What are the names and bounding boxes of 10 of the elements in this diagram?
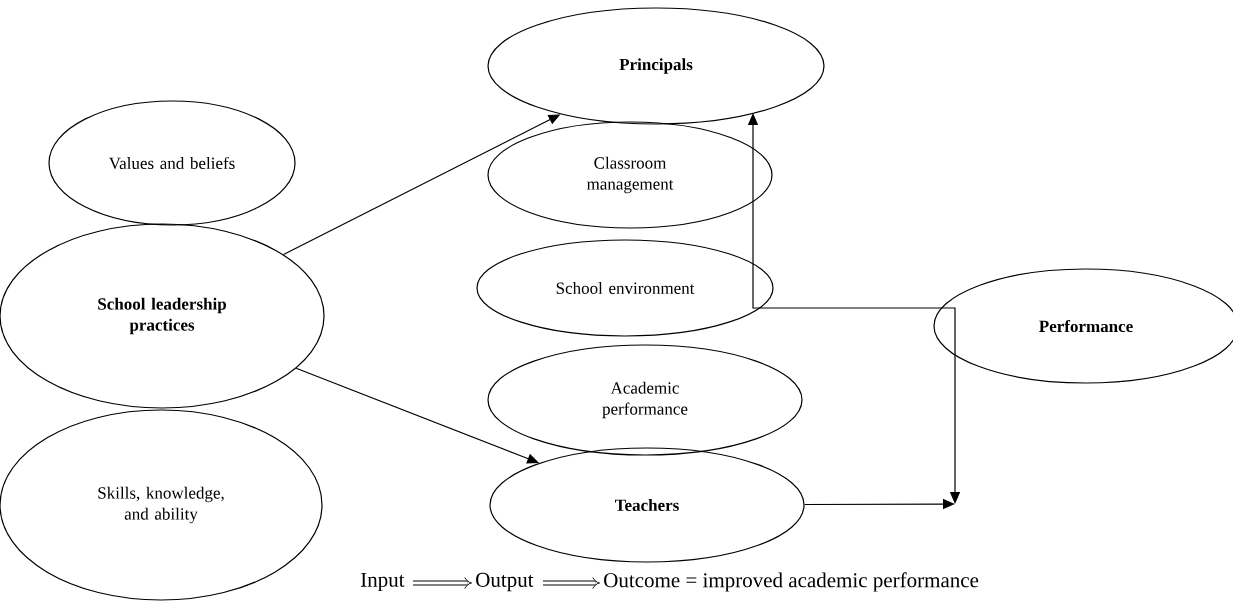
ellipse-node: Values and beliefs (48, 100, 296, 226)
ellipse-node: Teachers (489, 447, 805, 563)
caption-text: Outcome = improved academic performance (604, 572, 979, 592)
ellipse-node: Principals (487, 7, 825, 125)
caption-text: Input (360, 572, 405, 592)
ellipse-node: School environment (476, 239, 774, 337)
ellipse-node: Classroom management (487, 121, 773, 229)
arrow (747, 113, 961, 504)
caption-text: Output (476, 572, 534, 592)
ellipse-node: Academic performance (487, 344, 803, 456)
